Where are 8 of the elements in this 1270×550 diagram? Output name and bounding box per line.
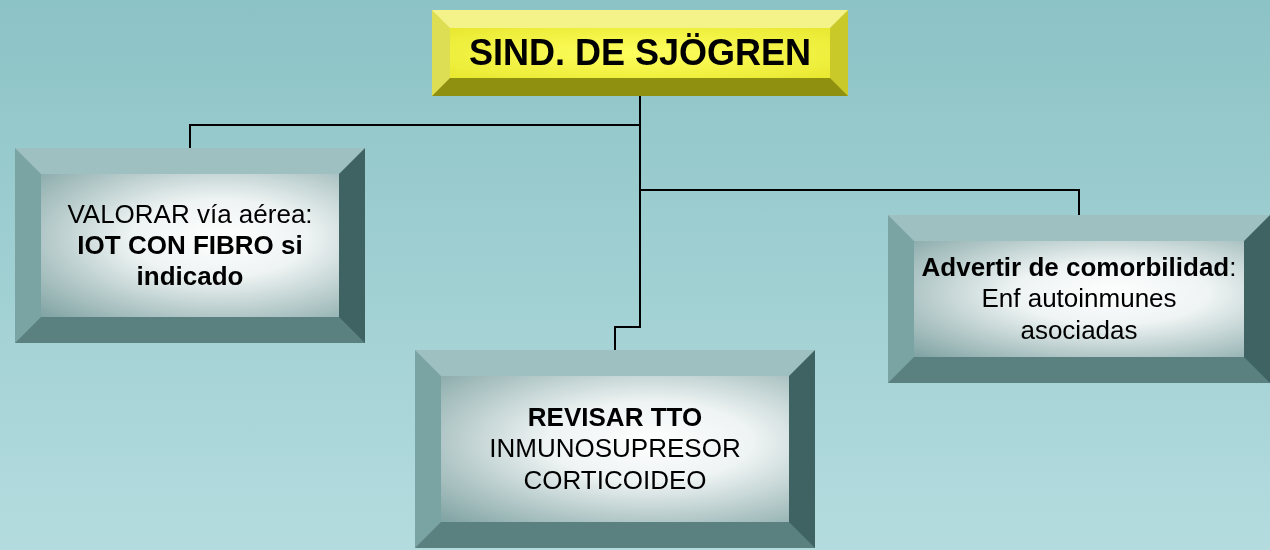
process-box: [415, 350, 815, 548]
box-text: VALORAR vía aérea: IOT CON FIBRO si indicado: [66, 198, 314, 293]
box-text: REVISAR TTO INMUNOSUPRESOR CORTICOIDEO: [488, 402, 742, 496]
title-box: [432, 10, 848, 96]
box-text: Advertir de comorbilidad: Enf autoinmunes asociadas: [920, 252, 1238, 346]
process-box: [888, 215, 1270, 383]
title-text: SIND. DE SJÖGREN: [468, 31, 812, 75]
process-box: [15, 148, 365, 343]
